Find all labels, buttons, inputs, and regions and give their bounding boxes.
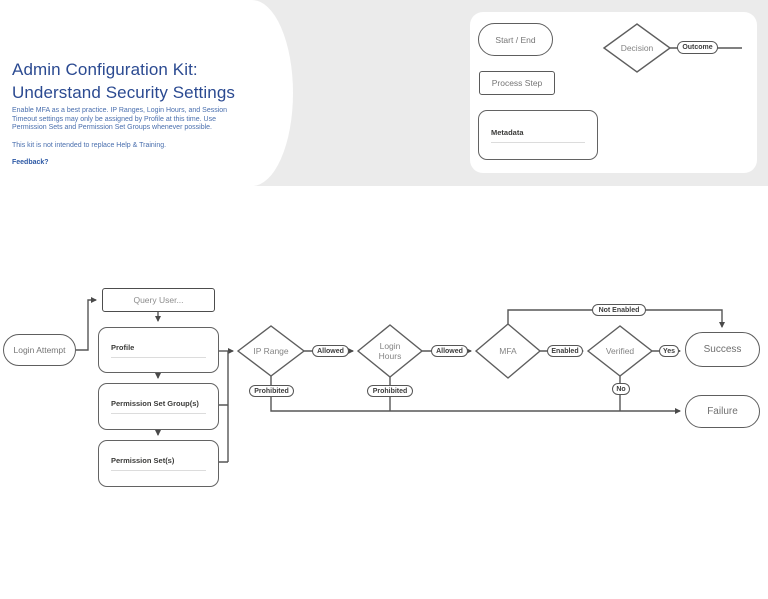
legend-decision-diamond [602, 23, 672, 73]
legend-process-step-shape: Process Step [479, 71, 555, 95]
node-mfa-label: MFA [499, 345, 517, 356]
node-ps-rule [111, 470, 206, 471]
legend-start-end-shape: Start / End [478, 23, 553, 56]
legend-outcome-pill: Outcome [677, 41, 718, 54]
node-query-user: Query User... [102, 288, 215, 312]
login-hours-diamond [356, 324, 424, 378]
mfa-diamond [474, 323, 542, 379]
edge-login-attempt-query-user [76, 297, 97, 351]
node-psg-label: Permission Set Group(s) [111, 399, 199, 408]
legend-metadata-rule [491, 141, 585, 143]
pill-enabled: Enabled [547, 345, 583, 357]
node-ps-label: Permission Set(s) [111, 456, 175, 465]
pill-no: No [612, 383, 630, 395]
legend-decision-label: Decision [620, 42, 654, 53]
node-permission-sets: Permission Set(s) [98, 440, 219, 487]
ip-range-diamond [236, 325, 306, 377]
pill-not-enabled: Not Enabled [592, 304, 646, 316]
node-failure: Failure [685, 395, 760, 428]
verified-diamond [586, 325, 654, 377]
feedback-link[interactable]: Feedback? [12, 159, 49, 166]
pill-allowed-ip-range: Allowed [312, 345, 349, 357]
node-permission-set-groups: Permission Set Group(s) [98, 383, 219, 430]
node-profile-rule [111, 356, 206, 358]
pill-prohibited-login-hours: Prohibited [367, 385, 413, 397]
pill-allowed-login-hours: Allowed [431, 345, 468, 357]
node-psg-rule [111, 413, 206, 414]
node-success: Success [685, 332, 760, 367]
title-card: Admin Configuration Kit: Understand Secu… [0, 0, 293, 186]
node-verified-label: Verified [605, 345, 635, 356]
edge-metadata-bus [219, 351, 229, 463]
page-title-line2: Understand Security Settings [12, 83, 235, 102]
title-description: Enable MFA as a best practice. IP Ranges… [12, 107, 228, 132]
title-note: This kit is not intended to replace Help… [12, 142, 167, 149]
node-profile-label: Profile [111, 342, 135, 352]
node-login-hours-label: Login Hours [378, 340, 402, 361]
pill-yes: Yes [659, 345, 679, 357]
node-login-attempt: Login Attempt [3, 334, 76, 366]
page-title-line1: Admin Configuration Kit: [12, 60, 198, 79]
node-ip-range-label: IP Range [253, 345, 289, 356]
legend-metadata-shape: Metadata [478, 110, 598, 160]
pill-prohibited-ip-range: Prohibited [249, 385, 294, 397]
node-profile: Profile [98, 327, 219, 373]
legend-metadata-label: Metadata [491, 127, 524, 137]
